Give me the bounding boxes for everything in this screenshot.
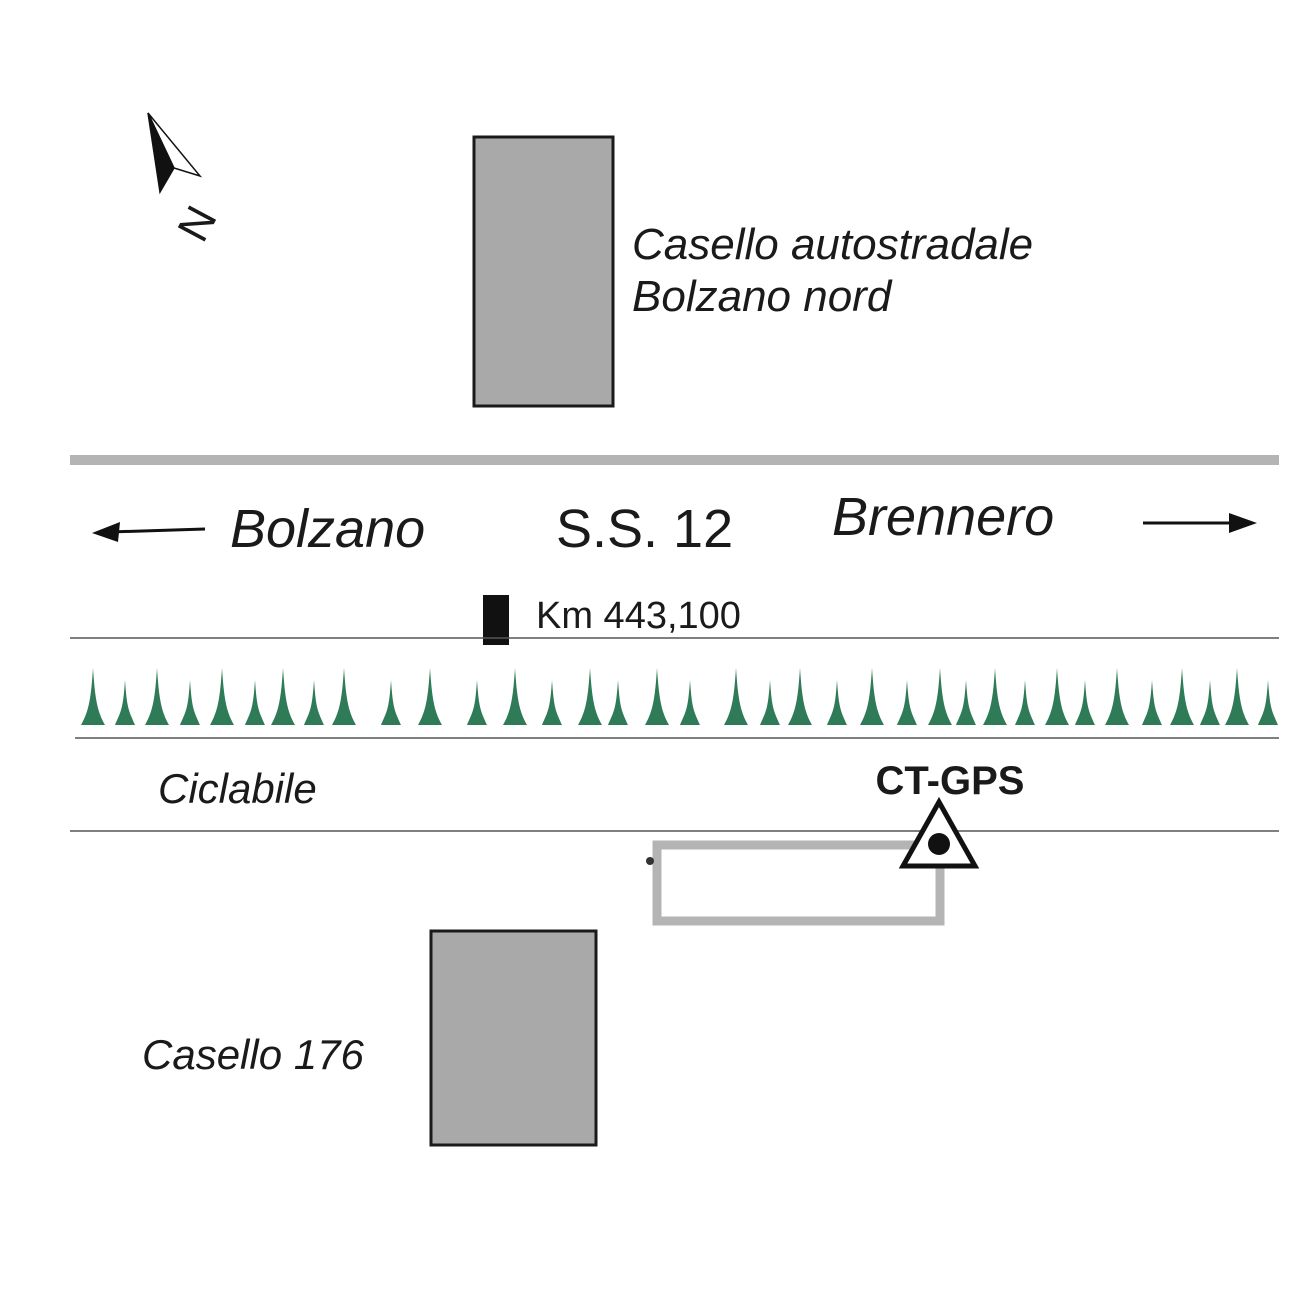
tree-icon: [81, 668, 105, 725]
tree-icon: [860, 668, 884, 725]
arrow-left-icon: [92, 522, 206, 542]
tree-icon: [245, 680, 265, 725]
tree-icon: [1075, 680, 1095, 725]
tree-icon: [1170, 668, 1194, 725]
tree-icon: [724, 668, 748, 725]
north-label: N: [168, 198, 226, 249]
tree-icon: [304, 680, 324, 725]
tree-icon: [467, 680, 487, 725]
tree-icon: [542, 680, 562, 725]
km-marker-post: [483, 595, 509, 645]
tree-icon: [956, 680, 976, 725]
tree-icon: [1015, 680, 1035, 725]
casello-autostradale-label-line2: Bolzano nord: [632, 272, 893, 321]
tree-icon: [418, 668, 442, 725]
casello-176-label: Casello 176: [142, 1031, 364, 1078]
tree-icon: [1200, 680, 1220, 725]
km-marker-label: Km 443,100: [536, 595, 741, 637]
tree-icon: [503, 668, 527, 725]
tree-icon: [788, 668, 812, 725]
tree-icon: [1225, 668, 1249, 725]
station-label: CT-GPS: [876, 759, 1025, 803]
tree-icon: [760, 680, 780, 725]
building-casello-176: [429, 929, 598, 1147]
building-casello-autostradale: [472, 135, 615, 408]
tree-icon: [332, 668, 356, 725]
road-name-label: S.S. 12: [556, 499, 733, 559]
enclosure-post: [646, 857, 654, 865]
tree-icon: [897, 680, 917, 725]
direction-brennero-label: Brennero: [832, 487, 1054, 547]
road-edge-top: [70, 455, 1279, 465]
tree-icon: [180, 680, 200, 725]
station-enclosure: [652, 840, 945, 926]
gps-station-triangle-icon: [898, 796, 980, 869]
tree-row: [81, 668, 1278, 725]
tree-icon: [928, 668, 952, 725]
tree-icon: [827, 680, 847, 725]
tree-icon: [578, 668, 602, 725]
direction-bolzano-label: Bolzano: [230, 499, 425, 559]
tree-icon: [680, 680, 700, 725]
tree-icon: [645, 668, 669, 725]
bike-path-label: Ciclabile: [158, 765, 317, 812]
tree-icon: [608, 680, 628, 725]
tree-icon: [381, 680, 401, 725]
tree-icon: [1045, 668, 1069, 725]
tree-icon: [1105, 668, 1129, 725]
tree-icon: [271, 668, 295, 725]
tree-icon: [1142, 680, 1162, 725]
north-arrow-icon: [147, 112, 203, 195]
tree-icon: [210, 668, 234, 725]
tree-icon: [145, 668, 169, 725]
tree-icon: [1258, 680, 1278, 725]
casello-autostradale-label-line1: Casello autostradale: [632, 220, 1033, 269]
tree-icon: [115, 680, 135, 725]
tree-icon: [983, 668, 1007, 725]
arrow-right-icon: [1143, 513, 1257, 533]
